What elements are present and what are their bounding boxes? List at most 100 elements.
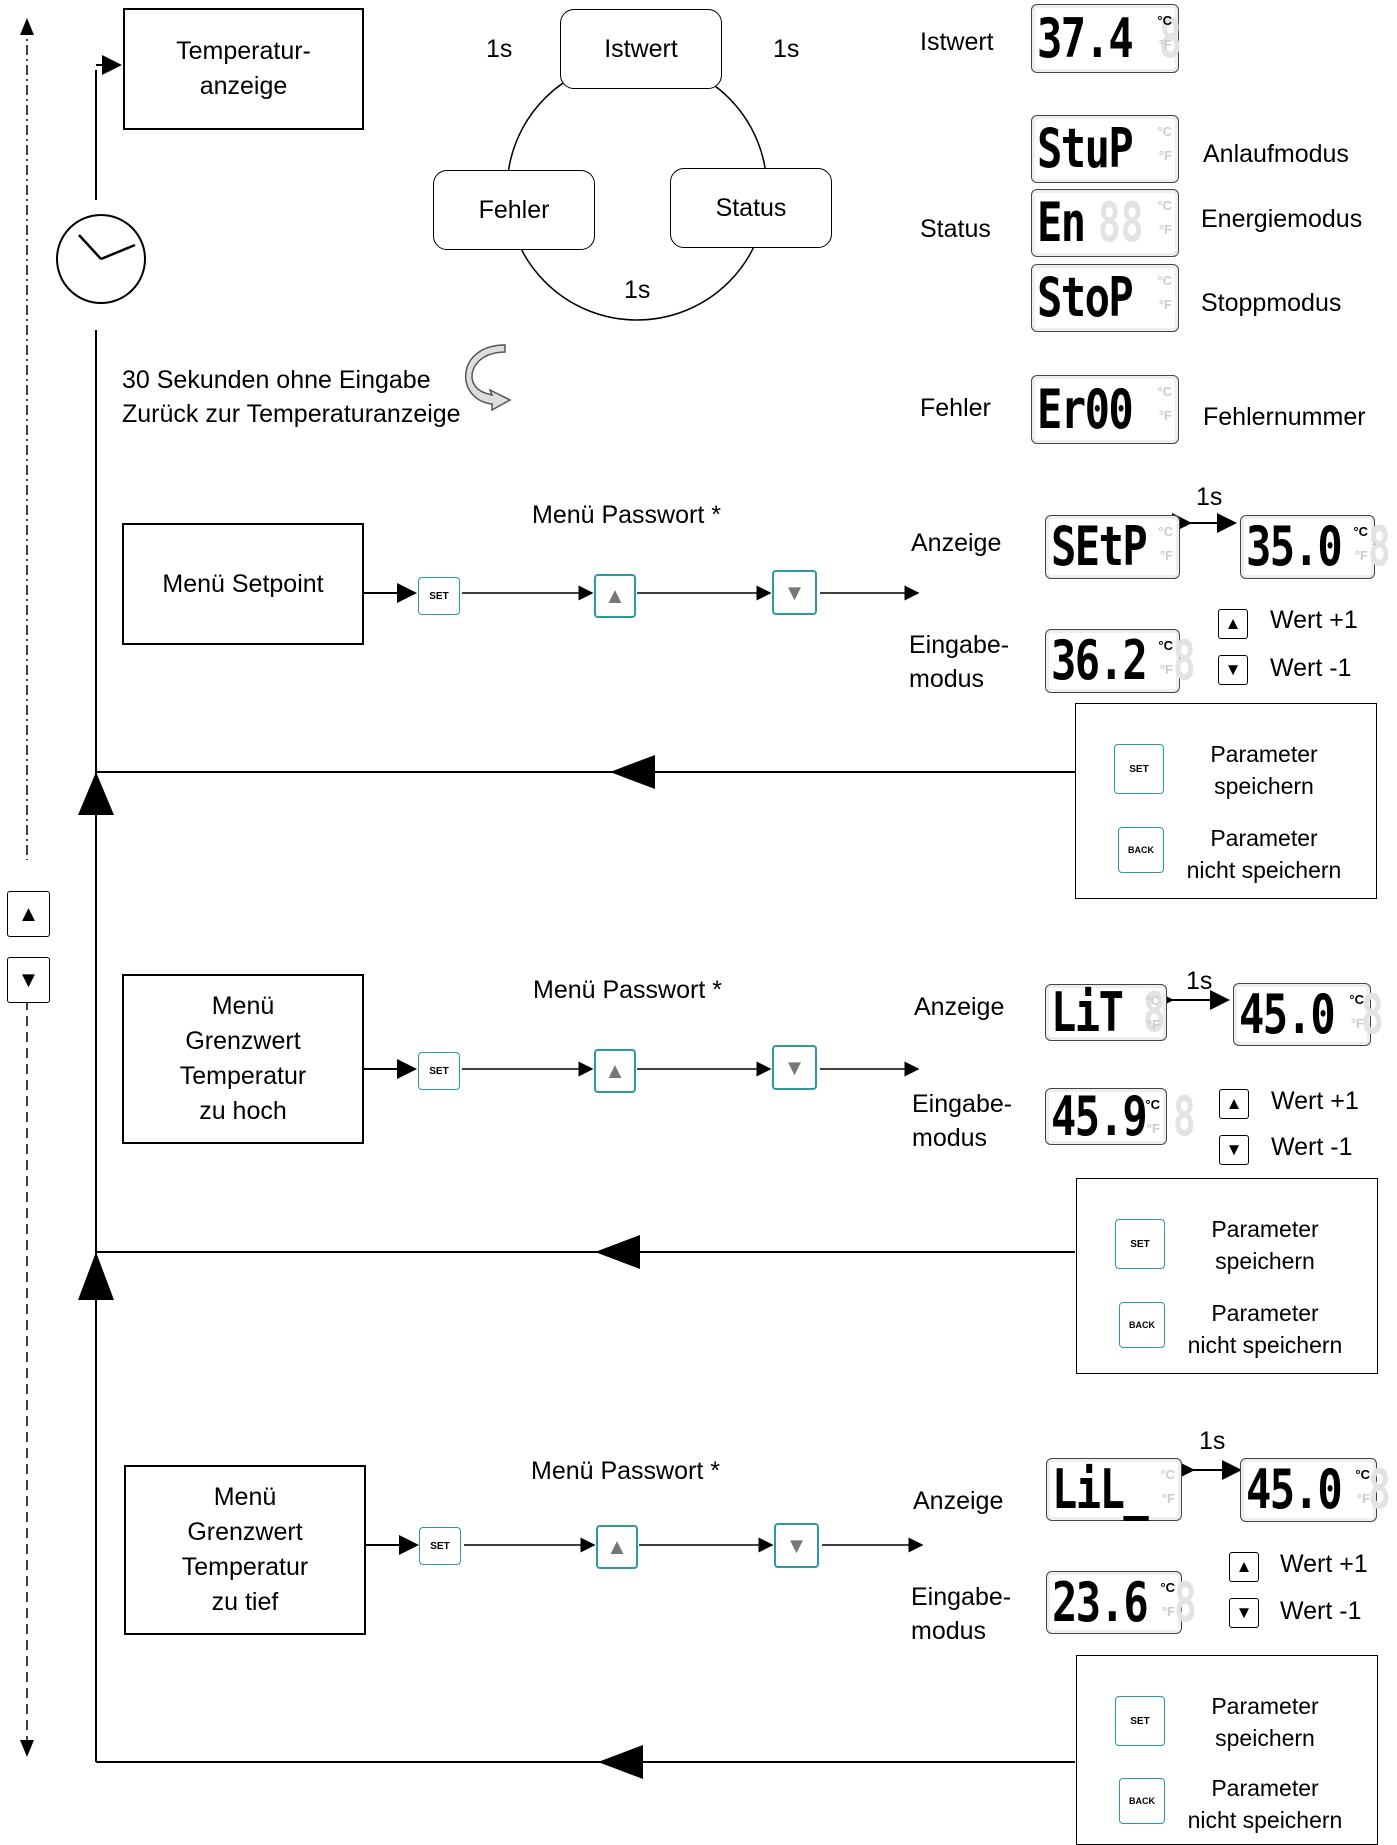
unit-celsius: °C <box>1157 124 1172 139</box>
down-key[interactable]: ▼ <box>774 1523 819 1568</box>
plus-key[interactable]: ▲ <box>1219 1089 1249 1119</box>
back-key[interactable]: BACK <box>1118 827 1164 873</box>
up-key[interactable]: ▲ <box>596 1525 638 1569</box>
unit-celsius: °C <box>1355 1467 1370 1482</box>
lcd-units: °C°F <box>1145 989 1160 1037</box>
up-key[interactable]: ▲ <box>594 1049 636 1093</box>
set-key[interactable]: SET <box>1115 1696 1165 1746</box>
lcd-blank-digit: 8 <box>1159 6 1182 70</box>
lcd-units: °C°F <box>1160 1463 1175 1511</box>
lcd-blank-digit: 8 <box>1173 629 1196 692</box>
menu-setpoint-box: Menü Setpoint <box>122 523 364 645</box>
unit-fahrenheit: °F <box>1350 1016 1364 1031</box>
unit-fahrenheit: °F <box>1158 148 1172 163</box>
status-code: En <box>1037 191 1086 254</box>
down-key[interactable]: ▼ <box>772 1045 817 1090</box>
eingabe-label: Eingabe- modus <box>909 631 1010 693</box>
status-desc: Energiemodus <box>1201 205 1363 233</box>
anzeige-label: Anzeige <box>911 529 1002 557</box>
save-legend: SET Parameter speichern BACK Parameter n… <box>1075 703 1377 899</box>
menu-limit-high-box: Menü Grenzwert Temperatur zu hoch <box>122 974 364 1144</box>
lcd-units: °C°F <box>1157 194 1172 242</box>
cycle-interval-right: 1s <box>773 35 800 63</box>
status-label: Status <box>920 215 991 243</box>
input-value: 36.2 <box>1051 629 1148 692</box>
minus-label: Wert -1 <box>1271 1133 1353 1161</box>
minus-label: Wert -1 <box>1270 654 1352 682</box>
unit-fahrenheit: °F <box>1159 548 1173 563</box>
fehler-lcd: Er00 °C°F <box>1031 375 1179 444</box>
input-value: 45.9 <box>1051 1084 1148 1148</box>
unit-celsius: °C <box>1145 1097 1160 1112</box>
temperature-display-box: Temperatur- anzeige <box>123 8 364 130</box>
menu-value-lcd: 35.0 8 °C°F <box>1240 515 1391 579</box>
unit-fahrenheit: °F <box>1158 222 1172 237</box>
cycle-istwert: Istwert <box>560 9 722 89</box>
cycle-interval-left: 1s <box>486 35 513 63</box>
lcd-units: °C °F <box>1355 1463 1370 1511</box>
lcd-blank-digit: 8 <box>1174 1570 1197 1634</box>
lcd-units: °C°F <box>1158 520 1173 568</box>
set-key[interactable]: SET <box>419 1527 461 1565</box>
menu-value: 35.0 <box>1246 515 1343 578</box>
minus-key[interactable]: ▼ <box>1229 1598 1259 1628</box>
lcd-units: °C°F <box>1157 9 1172 57</box>
up-key[interactable]: ▲ <box>594 574 636 618</box>
lcd-blank-digit: 8 <box>1361 982 1384 1046</box>
unit-celsius: °C <box>1145 993 1160 1008</box>
lcd-blank-digit: 8 <box>1173 1084 1196 1148</box>
plus-label: Wert +1 <box>1271 1087 1359 1115</box>
menu-password-label: Menü Passwort * <box>532 501 721 529</box>
input-value-lcd: 36.2 8 °C °F <box>1045 629 1196 693</box>
fehler-desc: Fehlernummer <box>1203 403 1366 431</box>
lcd-blank-digit: 8 <box>1142 980 1166 1044</box>
save-label: Parameter speichern <box>1211 1693 1319 1751</box>
anzeige-label: Anzeige <box>913 1487 1004 1515</box>
minus-label: Wert -1 <box>1280 1597 1362 1625</box>
set-key[interactable]: SET <box>1114 744 1164 794</box>
nav-up-button[interactable]: ▲ <box>7 891 50 937</box>
lcd-units: °C°F <box>1145 1093 1160 1141</box>
nosave-label: Parameter nicht speichern <box>1187 1300 1343 1358</box>
plus-label: Wert +1 <box>1270 606 1358 634</box>
unit-celsius: °C <box>1158 638 1173 653</box>
minus-key[interactable]: ▼ <box>1219 1135 1249 1165</box>
lcd-blank-digit: 8 <box>1368 515 1391 578</box>
eingabe-label: Eingabe- modus <box>911 1583 1012 1645</box>
timeout-text-2: Zurück zur Temperaturanzeige <box>122 400 461 428</box>
cycle-status: Status <box>670 168 832 248</box>
back-key[interactable]: BACK <box>1119 1778 1165 1824</box>
status-lcd-energy: En 88 °C°F <box>1031 189 1179 257</box>
plus-key[interactable]: ▲ <box>1229 1552 1259 1582</box>
set-key[interactable]: SET <box>418 1052 460 1090</box>
lcd-units: °C °F <box>1157 120 1172 168</box>
set-key[interactable]: SET <box>1115 1219 1165 1269</box>
input-value: 23.6 <box>1052 1570 1149 1634</box>
save-legend: SET Parameter speichern BACK Parameter n… <box>1076 1178 1378 1374</box>
back-key[interactable]: BACK <box>1119 1302 1165 1348</box>
minus-key[interactable]: ▼ <box>1218 655 1248 685</box>
plus-key[interactable]: ▲ <box>1218 609 1248 639</box>
menu-code: SEtP <box>1051 515 1148 578</box>
unit-fahrenheit: °F <box>1161 1604 1175 1619</box>
menu-value: 45.0 <box>1246 1458 1343 1521</box>
menu-value-lcd: 45.0 8 °C °F <box>1240 1458 1391 1522</box>
status-lcd-stop: StoP °C°F <box>1031 264 1179 332</box>
lcd-blank-digit: 8 <box>1368 1458 1391 1521</box>
nav-down-button[interactable]: ▼ <box>7 957 50 1003</box>
lcd-units: °C°F <box>1349 988 1364 1036</box>
down-key[interactable]: ▼ <box>772 570 817 615</box>
timeout-text-1: 30 Sekunden ohne Eingabe <box>122 366 431 394</box>
status-code: StuP <box>1037 117 1134 180</box>
unit-celsius: °C <box>1157 273 1172 288</box>
menu-value-lcd: 45.0 8 °C°F <box>1233 983 1384 1046</box>
unit-fahrenheit: °F <box>1159 662 1173 677</box>
menu-password-label: Menü Passwort * <box>531 1457 720 1485</box>
unit-fahrenheit: °F <box>1356 1491 1370 1506</box>
lcd-blank-digit: 88 <box>1098 191 1144 254</box>
set-key[interactable]: SET <box>418 577 460 615</box>
lcd-units: °C °F <box>1158 634 1173 682</box>
interval-label: 1s <box>1199 1427 1226 1455</box>
lcd-units: °C°F <box>1157 269 1172 317</box>
